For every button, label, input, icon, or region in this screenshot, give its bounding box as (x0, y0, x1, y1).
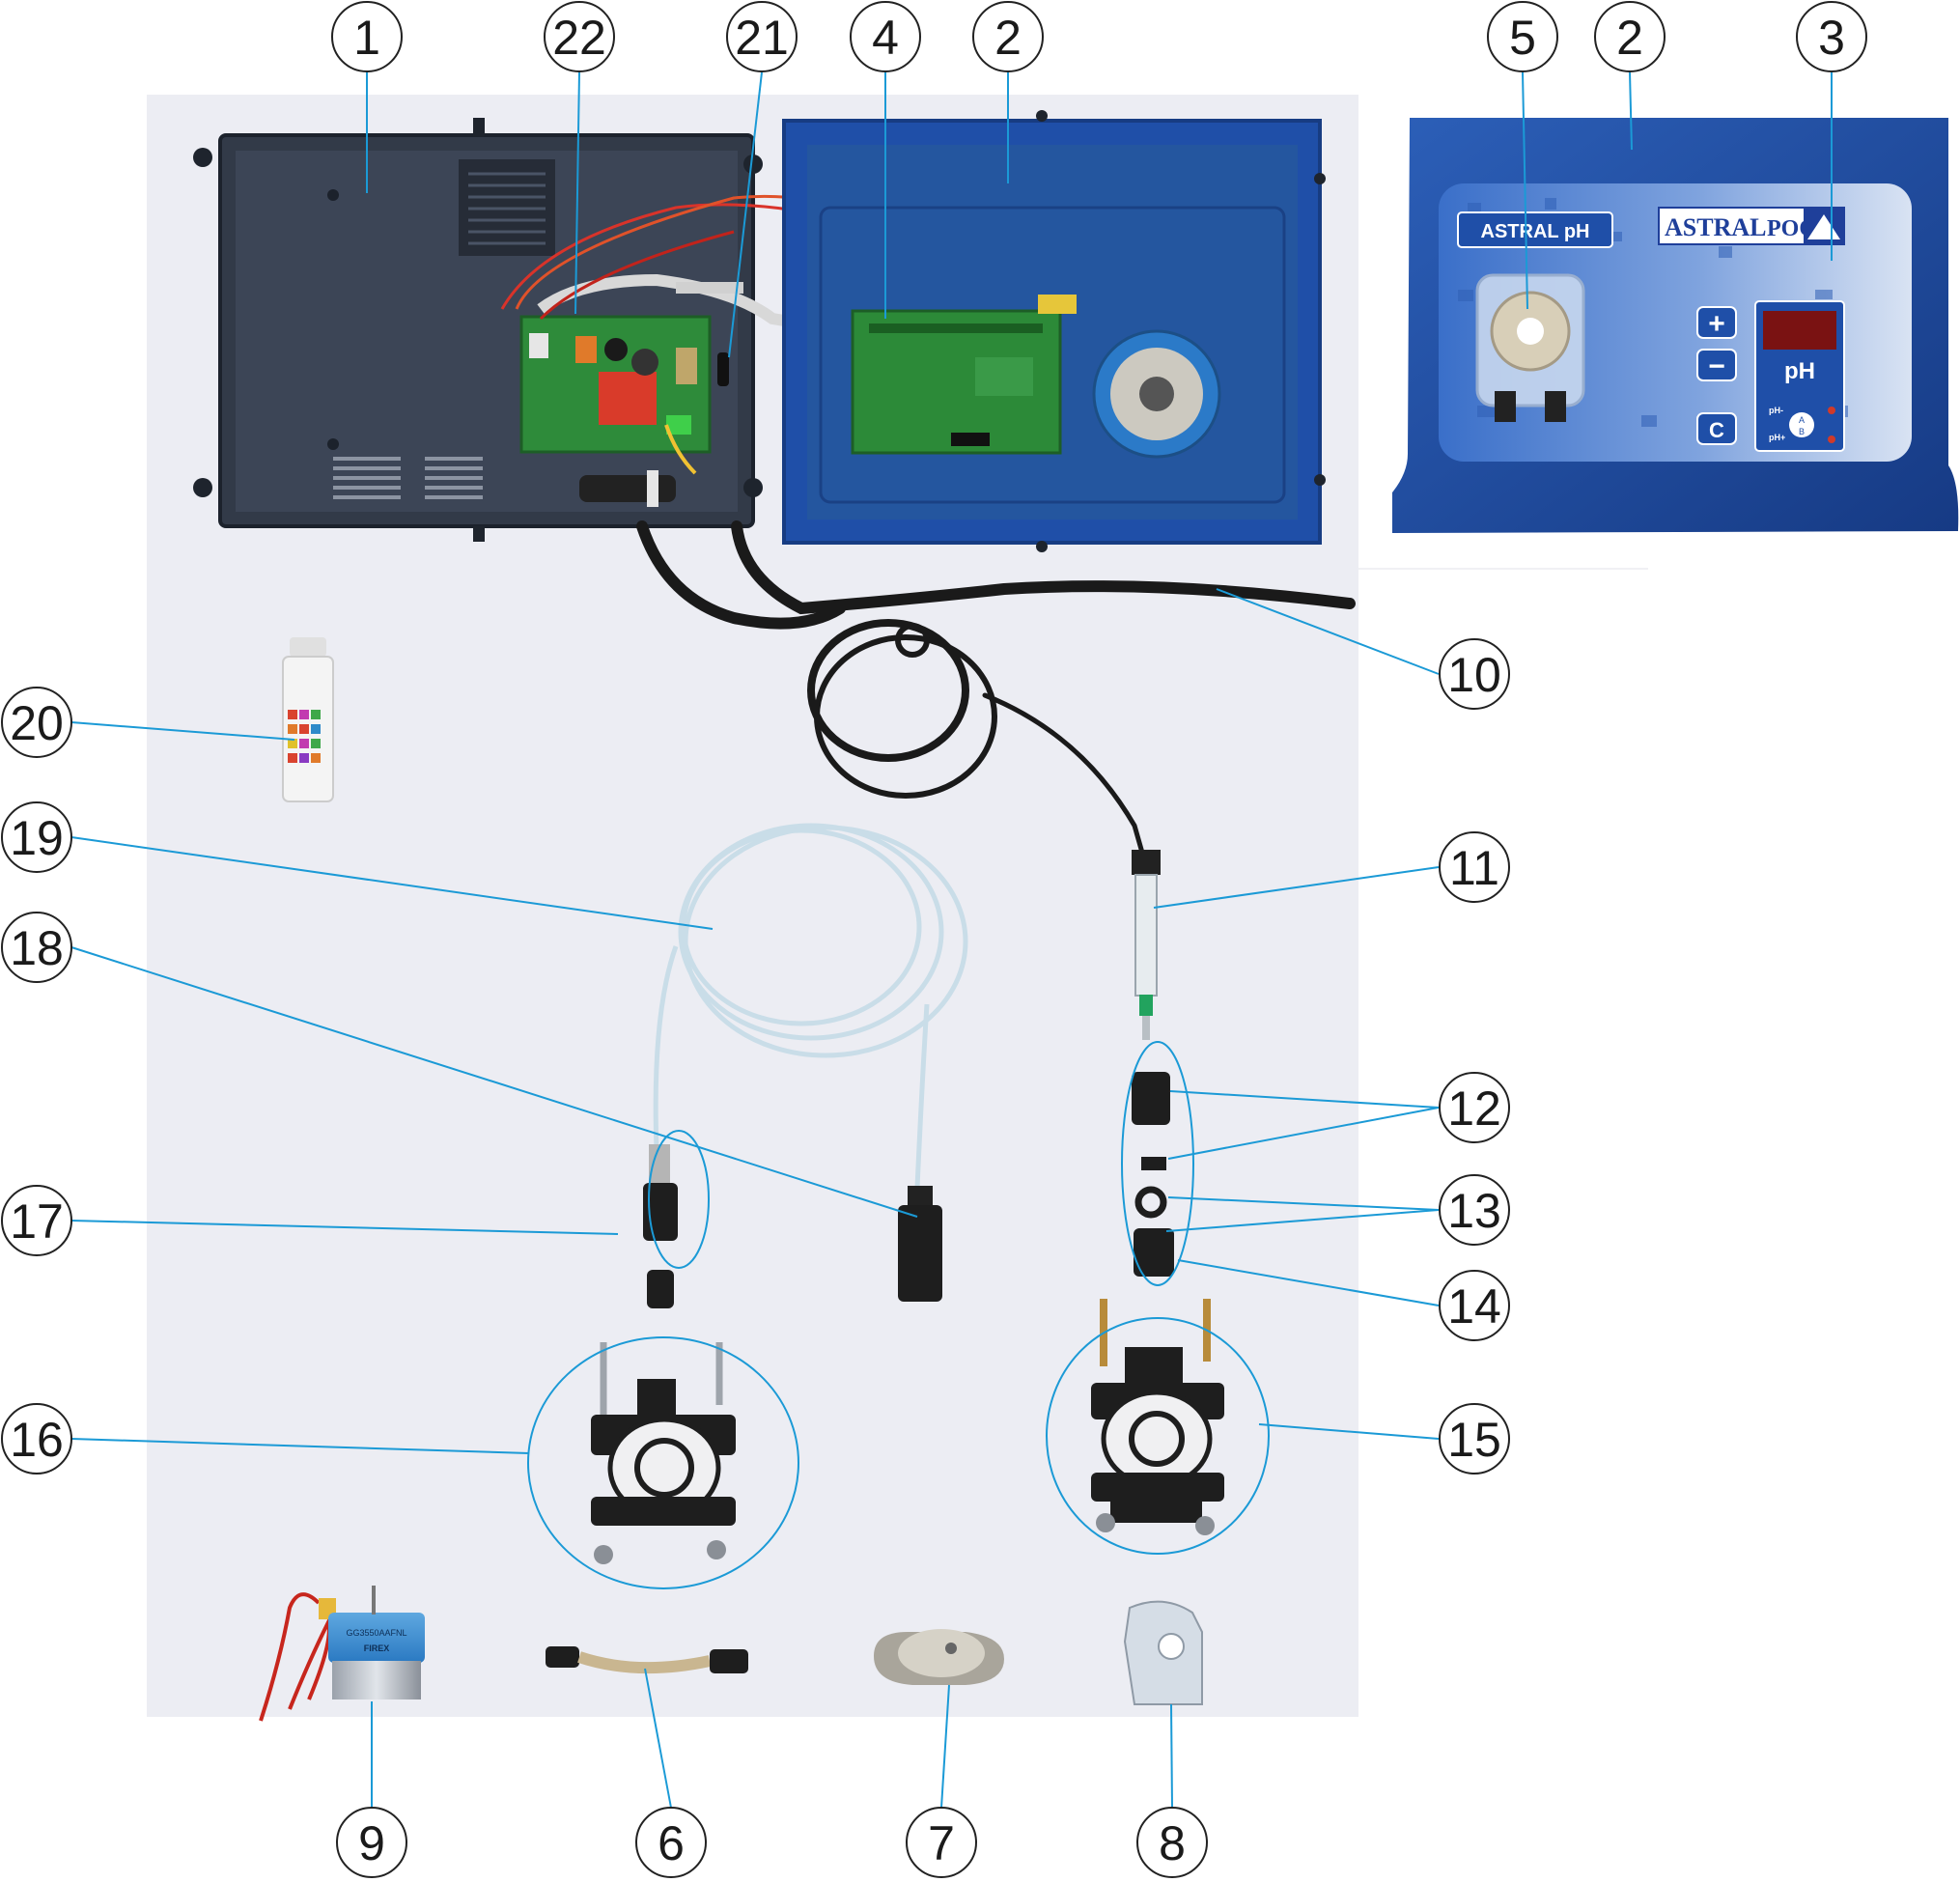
selector-top-label: pH- (1769, 406, 1783, 415)
c-button[interactable] (1696, 412, 1737, 445)
product-label: ASTRAL pH (1481, 221, 1590, 242)
callout-12: 12 (1439, 1072, 1510, 1143)
plus-button[interactable] (1696, 306, 1737, 339)
callout-22: 22 (544, 1, 615, 72)
svg-text:9: 9 (358, 1816, 385, 1870)
motor-label: GG3550AAFNL (346, 1628, 406, 1638)
callout-5: 5 (1487, 1, 1558, 72)
pump-cover-plate (1123, 1600, 1203, 1705)
svg-text:22: 22 (552, 11, 606, 65)
suction-hose (653, 823, 968, 1189)
ph-test-kit (282, 637, 334, 802)
callout-17: 17 (1, 1185, 72, 1256)
callout-19: 19 (1, 801, 72, 873)
internal-wiring (500, 194, 1063, 507)
callout-2-cover: 2 (972, 1, 1044, 72)
svg-text:3: 3 (1818, 11, 1845, 65)
callout-4: 4 (850, 1, 921, 72)
svg-text:1: 1 (353, 11, 380, 65)
brand-logo-bold: ASTRAL (1665, 213, 1766, 241)
plus-button-label: + (1708, 308, 1725, 340)
display-unit-label: pH (1784, 358, 1815, 384)
callout-9: 9 (336, 1807, 407, 1878)
pump-tube (546, 1646, 748, 1674)
foot-filter (898, 1186, 942, 1302)
bracket-set-right (1091, 1299, 1224, 1535)
callout-1: 1 (331, 1, 403, 72)
svg-text:16: 16 (10, 1413, 64, 1467)
svg-text:13: 13 (1447, 1184, 1501, 1238)
callout-3: 3 (1796, 1, 1867, 72)
c-button-label: C (1709, 418, 1724, 442)
callout-15: 15 (1439, 1403, 1510, 1475)
svg-text:14: 14 (1447, 1279, 1501, 1334)
callout-21: 21 (726, 1, 798, 72)
control-pcb (851, 309, 1062, 455)
svg-text:19: 19 (10, 811, 64, 865)
callout-14: 14 (1439, 1270, 1510, 1341)
selector-bottom-label: pH+ (1769, 433, 1785, 442)
injector (1132, 850, 1161, 1040)
motor-brand: FIREX (364, 1643, 390, 1653)
ab-selector-button[interactable] (1789, 412, 1814, 437)
front-panel: ASTRAL pH ASTRAL POOL + − C pH pH- pH+ A… (1392, 118, 1959, 533)
svg-text:5: 5 (1509, 11, 1536, 65)
svg-text:8: 8 (1159, 1816, 1186, 1870)
svg-text:17: 17 (10, 1194, 64, 1249)
power-pcb (519, 315, 729, 454)
photo-backdrop-faint-edge (1358, 568, 1648, 570)
discharge-fittings (1132, 1072, 1174, 1277)
callout-20: 20 (1, 687, 72, 758)
minus-button-label: − (1708, 351, 1725, 382)
leader-lines (70, 71, 1833, 1809)
svg-text:18: 18 (10, 921, 64, 975)
svg-text:2: 2 (994, 11, 1022, 65)
led-readout (1763, 311, 1836, 350)
svg-text:2: 2 (1616, 11, 1643, 65)
pump-motor: GG3550AAFNL FIREX (259, 1586, 425, 1722)
svg-text:21: 21 (735, 11, 789, 65)
selector-b-label: B (1799, 427, 1805, 436)
bracket-set-left (591, 1342, 736, 1564)
svg-text:12: 12 (1447, 1081, 1501, 1136)
callout-7: 7 (906, 1807, 977, 1878)
pump-roller (874, 1629, 1004, 1685)
callout-13: 13 (1439, 1174, 1510, 1246)
pump-motor-inside (1038, 295, 1221, 459)
selector-a-label: A (1799, 415, 1805, 425)
svg-text:7: 7 (928, 1816, 955, 1870)
svg-text:20: 20 (10, 696, 64, 750)
svg-text:11: 11 (1449, 841, 1499, 895)
minus-button[interactable] (1696, 349, 1737, 381)
callout-11: 11 (1439, 831, 1510, 903)
callout-8: 8 (1136, 1807, 1208, 1878)
svg-text:15: 15 (1447, 1413, 1501, 1467)
callout-6: 6 (635, 1807, 707, 1878)
cables (636, 520, 1356, 862)
callout-16: 16 (1, 1403, 72, 1475)
callouts: 1 22 21 4 2 5 2 3 10 20 19 11 18 12 13 1… (1, 1, 1867, 1878)
callout-2-panel: 2 (1594, 1, 1666, 72)
callout-10: 10 (1439, 638, 1510, 710)
svg-text:4: 4 (872, 11, 899, 65)
svg-text:6: 6 (658, 1816, 685, 1870)
callout-18: 18 (1, 912, 72, 983)
peristaltic-pump-head (1475, 273, 1585, 422)
svg-text:10: 10 (1447, 648, 1501, 702)
